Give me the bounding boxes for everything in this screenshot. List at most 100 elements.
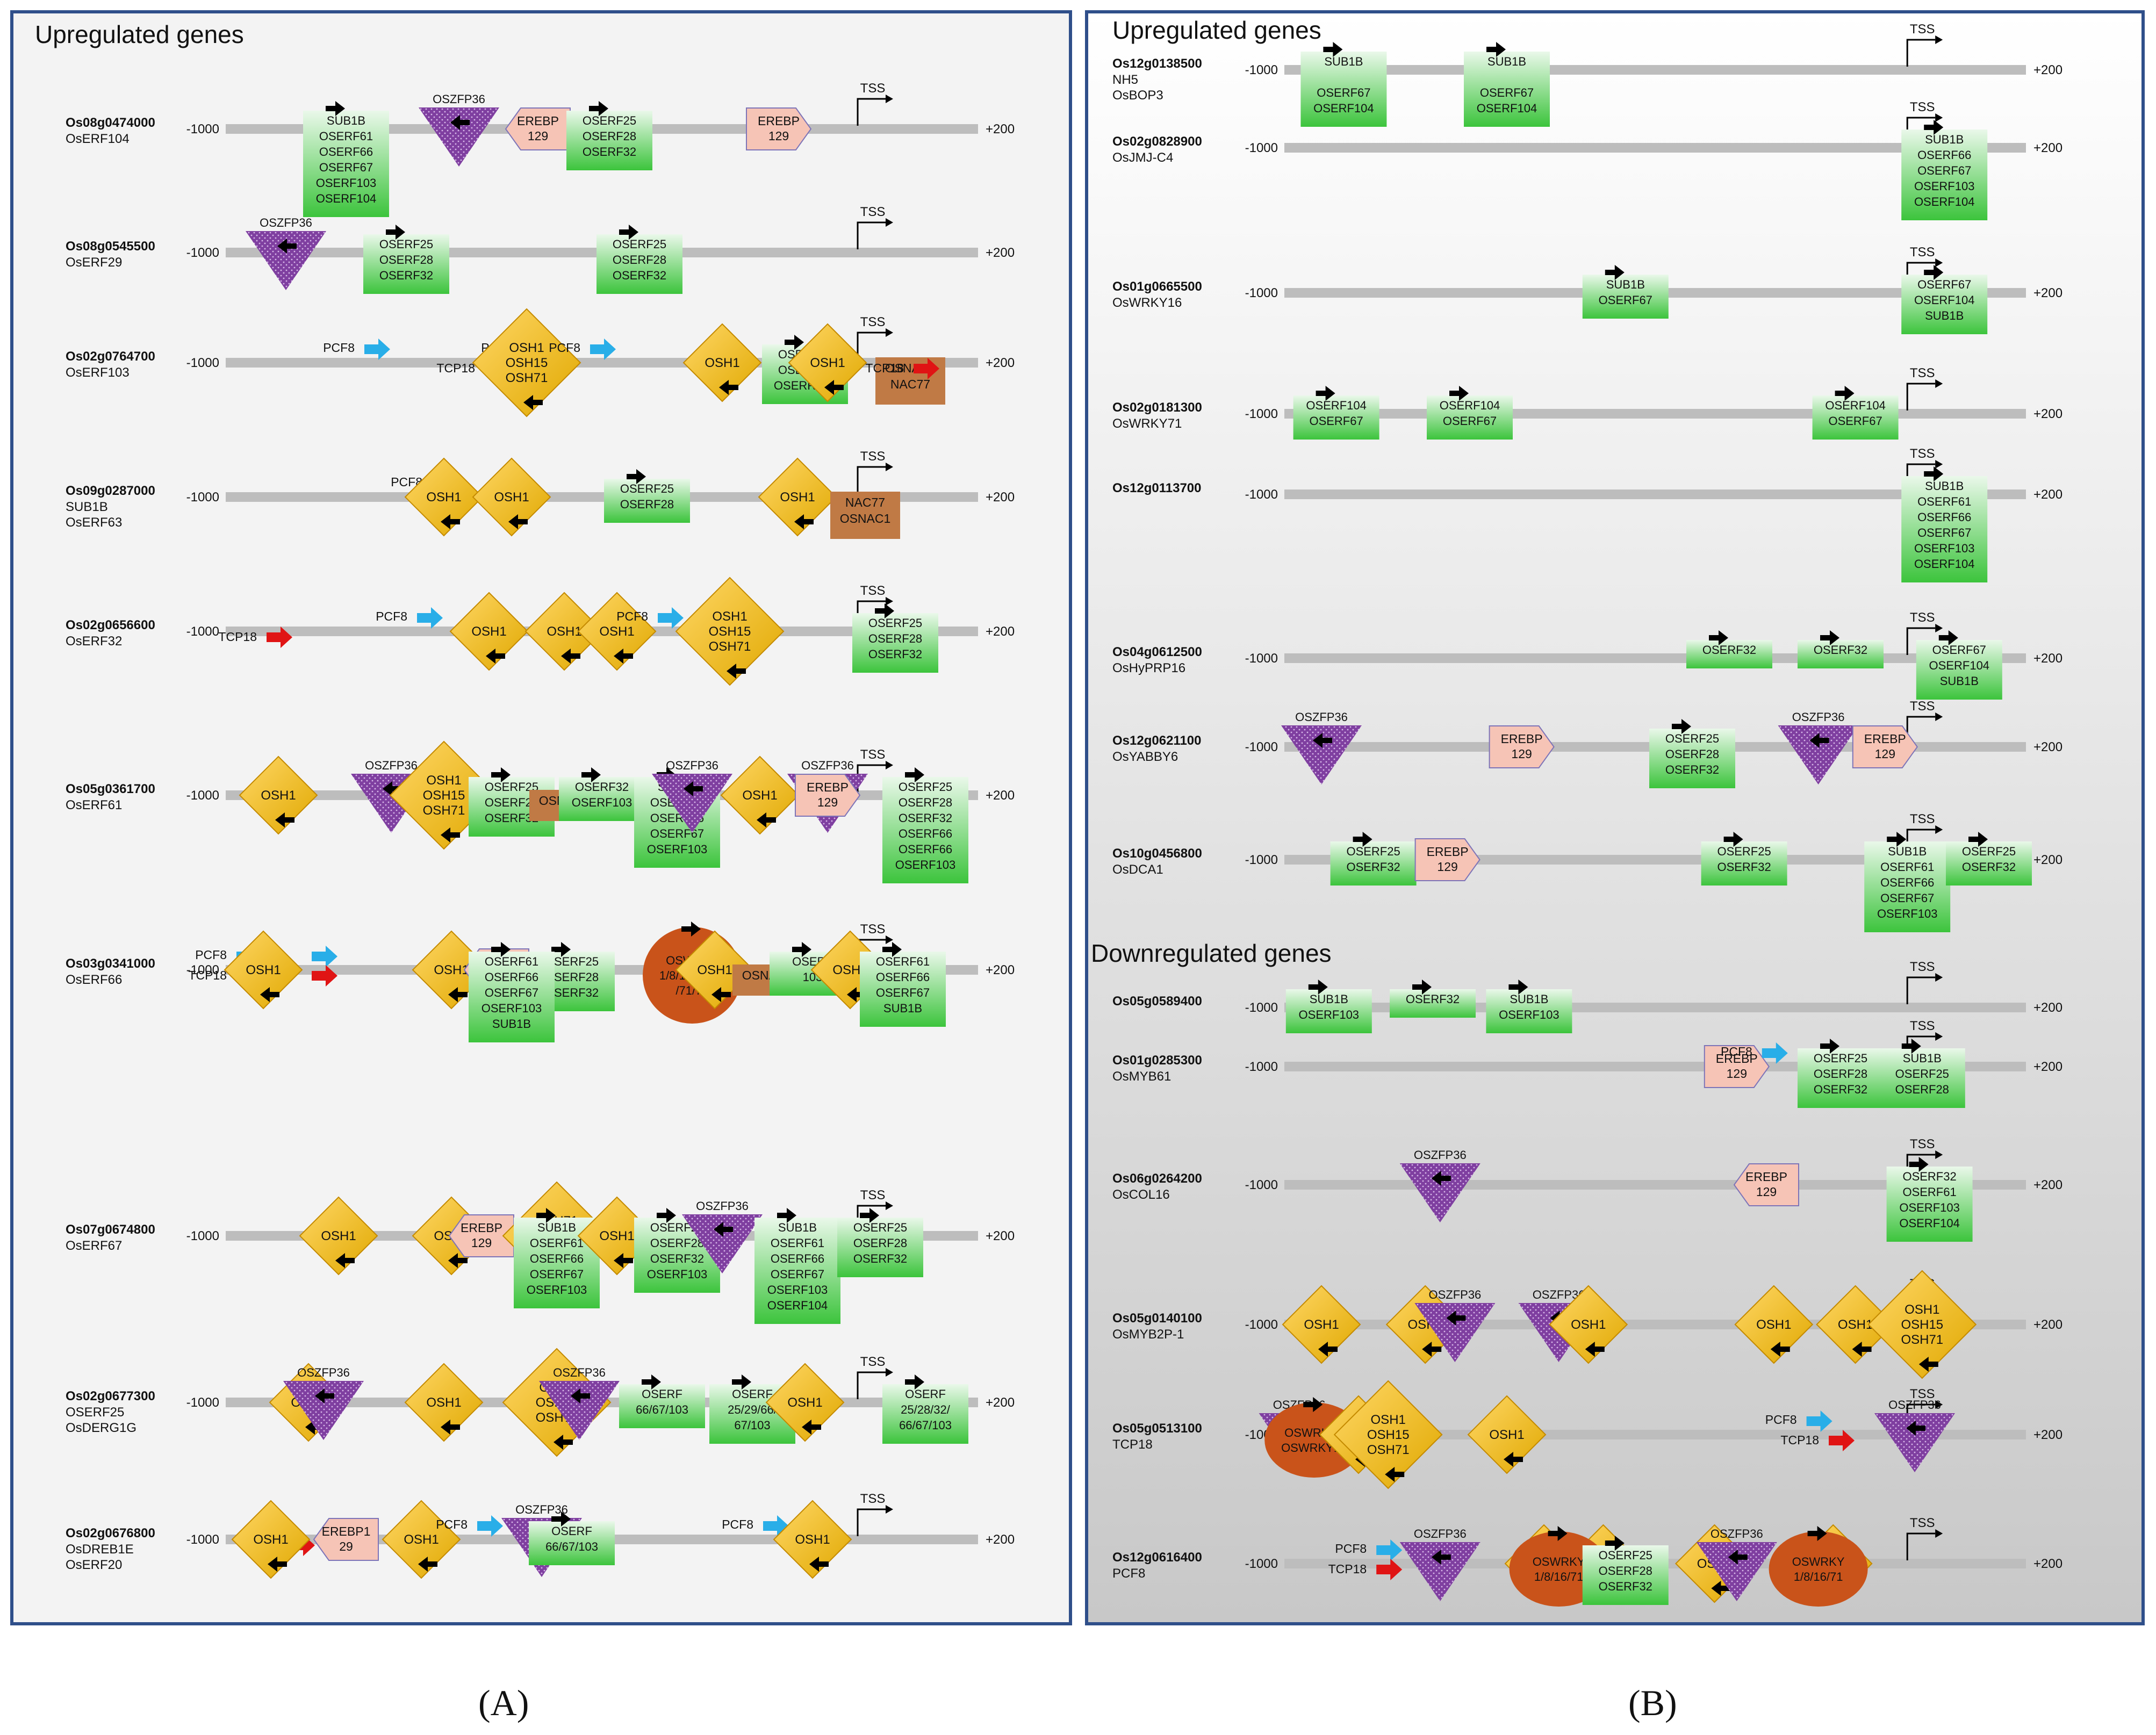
- erebp-name: EREBP: [1427, 845, 1469, 859]
- zfp-name: OSZFP36: [1792, 710, 1845, 724]
- gene-row: Os04g0612500OsHyPRP16-1000+200TSSOSERF32…: [1112, 610, 2062, 700]
- tss-label: TSS: [860, 205, 886, 219]
- bar-start-label: -1000: [186, 122, 219, 136]
- gene-alias: OsMYB61: [1112, 1069, 1171, 1084]
- black-arrow-icon: [450, 115, 470, 130]
- tss-arrow-head-icon: [886, 1368, 893, 1377]
- promoter-bar: [1284, 65, 2026, 75]
- pcf8-name: PCF8: [323, 341, 355, 355]
- tss-arrow-icon: [857, 1371, 886, 1399]
- black-arrow-icon: [905, 1374, 924, 1390]
- bar-start-label: -1000: [186, 1229, 219, 1243]
- osh-diamond: [1333, 1380, 1443, 1489]
- zfp-name: OSZFP36: [1428, 1288, 1481, 1301]
- tcp18-arrow-icon: [1829, 1430, 1855, 1451]
- binding-site: OSZFP36: [419, 92, 499, 167]
- gene-id: Os05g0513100: [1112, 1421, 1202, 1436]
- zfp-triangle: [1399, 1542, 1481, 1601]
- gene-row: Os07g0674800OsERF67-1000+200TSSOSH1OSH1E…: [66, 1181, 1015, 1324]
- panel-b-title-down: Downregulated genes: [1091, 939, 1332, 967]
- binding-site: OSZFP36: [1399, 1148, 1481, 1222]
- erf-name: OSERF103: [647, 843, 708, 856]
- erebp-name: 129: [1511, 747, 1532, 761]
- osh-diamond: [773, 1500, 852, 1579]
- erf-binding-box: [754, 1218, 840, 1324]
- black-arrow-icon: [1901, 1039, 1921, 1054]
- osh-diamond: [1282, 1285, 1361, 1364]
- zfp-triangle: [652, 774, 732, 833]
- black-arrow-icon: [315, 1388, 334, 1403]
- erf-name: SUB1B: [492, 1017, 531, 1031]
- osh-diamond: [788, 323, 867, 402]
- black-arrow-icon: [1938, 630, 1958, 645]
- tss-label: TSS: [1910, 447, 1935, 461]
- bar-end-label: +200: [986, 490, 1015, 505]
- erf-name: OSERF67: [1917, 164, 1971, 177]
- binding-site: OSH1: [758, 457, 837, 537]
- erebp-pentagon: [1704, 1045, 1770, 1088]
- bar-start-label: -1000: [1245, 407, 1278, 421]
- osh-name: OSH1: [795, 1532, 830, 1547]
- erebp-pentagon: [746, 107, 812, 150]
- zfp-triangle: [419, 107, 499, 167]
- gene-alias: OsCOL16: [1112, 1187, 1170, 1202]
- osh-name: OSH1: [1371, 1413, 1406, 1427]
- black-arrow-icon: [260, 987, 279, 1002]
- black-arrow-icon: [1313, 733, 1332, 748]
- black-arrow-icon: [1353, 832, 1372, 847]
- osh-diamond: [404, 457, 484, 537]
- erf-name: OSERF28: [868, 632, 922, 645]
- binding-site: TCP18: [1328, 1559, 1403, 1580]
- gene-row: Os03g0341000OsERF66-1000+200TSSPCF8TCP18…: [66, 922, 1015, 1042]
- erf-name: SUB1B: [778, 1221, 817, 1234]
- tss-label: TSS: [1910, 1516, 1935, 1530]
- osh-name: OSH1: [426, 1395, 461, 1410]
- erf-name: 67/103: [734, 1419, 770, 1432]
- osh-name: OSH1: [426, 490, 461, 505]
- promoter-bar: [1284, 409, 2026, 419]
- erf-name: OSERF32: [1814, 1083, 1867, 1096]
- bar-end-label: +200: [2033, 651, 2062, 666]
- black-arrow-icon: [792, 942, 811, 957]
- erf-name: OSERF67: [1443, 414, 1497, 428]
- bar-start-label: -1000: [186, 624, 219, 639]
- zfp-triangle: [246, 231, 326, 290]
- black-arrow-icon: [1728, 1550, 1748, 1565]
- erf-name: OSERF28: [1599, 1564, 1652, 1578]
- erf-name: OSERF104: [1825, 399, 1886, 412]
- tss-arrow-head-icon: [1935, 973, 1943, 982]
- tss-arrow-head-icon: [886, 597, 893, 606]
- tss-arrow-head-icon: [886, 95, 893, 103]
- bar-start-label: -1000: [1245, 1000, 1278, 1015]
- gene-row: Os12g0138500NH5OsBOP3-1000+200TSSSUB1BOS…: [1112, 22, 2062, 127]
- erf-name: 66/67/103: [545, 1540, 598, 1553]
- zfp-triangle: [1399, 1163, 1481, 1222]
- black-arrow-icon: [875, 603, 894, 618]
- osh-name: OSH1: [712, 609, 747, 624]
- erf-binding-box: [1464, 52, 1550, 127]
- binding-site: OSZFP36: [682, 1199, 763, 1273]
- erf-name: OSERF25: [1814, 1052, 1867, 1065]
- erf-name: OSERF28: [1814, 1067, 1867, 1081]
- erf-name: OSERF61: [1917, 495, 1971, 508]
- binding-site: OSH1: [1549, 1285, 1628, 1364]
- erf-name: 66/67/103: [899, 1419, 952, 1432]
- osh-diamond: [382, 1500, 461, 1579]
- black-arrow-icon: [619, 225, 638, 240]
- erf-binding-box: [1582, 1545, 1669, 1605]
- black-arrow-icon: [335, 1253, 355, 1268]
- erf-name: OSERF67: [530, 1268, 584, 1281]
- black-arrow-icon: [1422, 1342, 1442, 1357]
- black-arrow-icon: [882, 942, 902, 957]
